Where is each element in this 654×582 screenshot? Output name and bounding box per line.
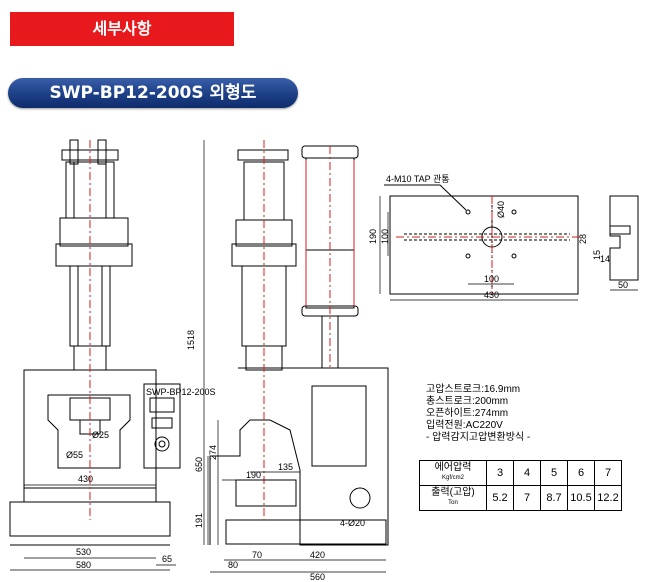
dim-65: 65 xyxy=(162,554,172,564)
dim-580: 580 xyxy=(76,560,91,570)
pressure-table: 에어압력 Kgf/cm2 3 4 5 6 7 출력(고압) Ton 5.2 7 … xyxy=(419,460,622,511)
dim-650: 650 xyxy=(194,457,204,472)
dim-420: 420 xyxy=(310,550,325,560)
spec-line: 입력전원:AC220V xyxy=(426,420,503,431)
front-view xyxy=(9,139,181,546)
dim-28: 28 xyxy=(578,234,588,244)
dim-530: 530 xyxy=(76,547,91,557)
dim-50: 50 xyxy=(618,280,628,290)
table-row: 출력(고압) Ton 5.2 7 8.7 10.5 12.2 xyxy=(419,485,622,511)
spec-line: 총스트로크:200mm xyxy=(426,396,509,407)
spec-line: 고압스트로크:16.9mm xyxy=(426,384,521,395)
air-value: 7 xyxy=(594,460,622,486)
dim-191: 191 xyxy=(194,513,204,528)
output-value: 7 xyxy=(513,485,541,511)
dim-d55: Ø55 xyxy=(66,450,83,460)
dim-190-side: 190 xyxy=(246,470,261,480)
air-value: 3 xyxy=(486,460,514,486)
dim-15: 15 xyxy=(592,250,602,260)
table-row: 에어압력 Kgf/cm2 3 4 5 6 7 xyxy=(419,460,622,486)
output-value: 12.2 xyxy=(594,485,622,511)
spec-list: 고압스트로크:16.9mm 총스트로크:200mm 오픈하이트:274mm 입력… xyxy=(426,384,530,444)
dim-274: 274 xyxy=(208,445,218,460)
tap-note: 4-M10 TAP 관통 xyxy=(386,174,450,184)
dim-d40: Ø40 xyxy=(496,201,506,218)
dim-holes: 4-Ø20 xyxy=(340,518,365,528)
dim-1518: 1518 xyxy=(186,330,196,350)
model-title-pill: SWP-BP12-200S 외형도 xyxy=(8,78,298,108)
dim-135: 135 xyxy=(278,462,293,472)
output-header: 출력(고압) Ton xyxy=(419,485,487,511)
dim-100-top-v: 100 xyxy=(380,229,390,244)
dim-190-top: 190 xyxy=(368,229,378,244)
output-value: 5.2 xyxy=(486,485,514,511)
air-pressure-header: 에어압력 Kgf/cm2 xyxy=(419,460,487,486)
air-value: 6 xyxy=(567,460,595,486)
dim-100-top-h: 100 xyxy=(484,274,499,284)
dim-430-front: 430 xyxy=(78,474,93,484)
panel-label: SWP-BP12-200S xyxy=(146,387,216,397)
tslot-view xyxy=(609,195,639,281)
dim-14: 14 xyxy=(600,254,610,264)
dim-80: 80 xyxy=(228,560,238,570)
output-value: 8.7 xyxy=(540,485,568,511)
spec-line: - 압력감지고압변환방식 - xyxy=(426,432,531,443)
air-value: 5 xyxy=(540,460,568,486)
air-value: 4 xyxy=(513,460,541,486)
section-title-bar: 세부사항 xyxy=(10,12,234,46)
dim-430-top: 430 xyxy=(484,290,499,300)
dim-d25: Ø25 xyxy=(92,430,109,440)
dim-560: 560 xyxy=(310,572,325,582)
dim-70: 70 xyxy=(252,550,262,560)
spec-line: 오픈하이트:274mm xyxy=(426,408,509,419)
output-value: 10.5 xyxy=(567,485,595,511)
